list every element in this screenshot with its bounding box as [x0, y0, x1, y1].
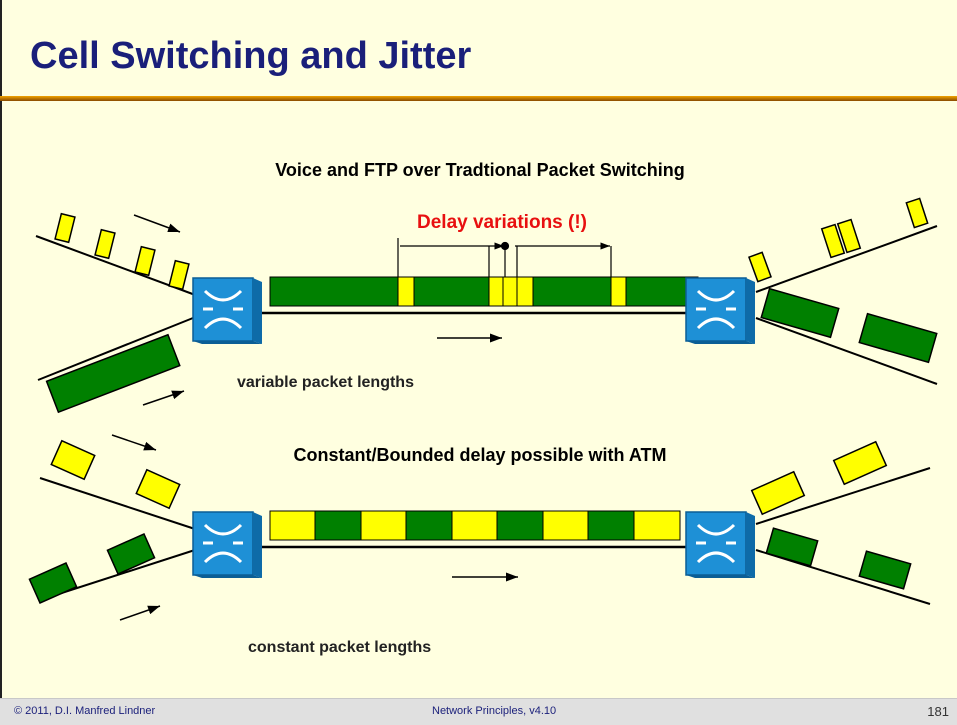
switch-icon-right-top [685, 277, 755, 344]
voice-packets-left-bottom [50, 439, 181, 510]
page-number: 181 [927, 704, 949, 719]
input-line-data-top [37, 315, 199, 381]
data-packets-left-bottom [28, 532, 156, 605]
output-line-data-top [755, 317, 938, 385]
arrow-in-voice-top [133, 214, 181, 233]
title-underline [0, 96, 957, 101]
delay-variations-label: Delay variations (!) [417, 212, 587, 233]
footer-course-title: Network Principles, v4.10 [432, 705, 557, 717]
trunk-cells-bottom [269, 510, 681, 541]
voice-packets-right-bottom [750, 440, 888, 516]
arrow-in-voice-bottom [111, 434, 157, 451]
data-packets-right-bottom [765, 527, 912, 590]
slide-footer: © 2011, D.I. Manfred Lindner Network Pri… [0, 698, 957, 725]
output-line-voice-bottom [755, 467, 931, 525]
trunk-packets-top [269, 276, 699, 307]
slide-frame-border [0, 0, 2, 725]
arrow-in-data-bottom [119, 605, 161, 621]
slide-title: Cell Switching and Jitter [30, 35, 472, 77]
output-line-voice-top [755, 225, 938, 293]
delay-markers [397, 238, 612, 277]
constant-lengths-label: constant packet lengths [248, 639, 431, 656]
data-packets-right-top [760, 287, 938, 364]
voice-packets-left-top [54, 212, 190, 291]
input-line-voice-bottom [39, 477, 199, 531]
switch-icon-left-top [192, 277, 262, 344]
bottom-heading: Constant/Bounded delay possible with ATM [293, 445, 666, 465]
data-packet-left-top [45, 333, 181, 414]
jitter-diagram: Voice and FTP over Tradtional Packet Swi… [28, 160, 938, 656]
switch-icon-left-bottom [192, 511, 262, 578]
voice-packets-right-top [748, 197, 929, 283]
footer-copyright: © 2011, D.I. Manfred Lindner [14, 705, 156, 717]
variable-lengths-label: variable packet lengths [237, 374, 414, 391]
arrow-in-data-top [142, 390, 185, 406]
switch-icon-right-bottom [685, 511, 755, 578]
top-heading: Voice and FTP over Tradtional Packet Swi… [275, 160, 684, 180]
